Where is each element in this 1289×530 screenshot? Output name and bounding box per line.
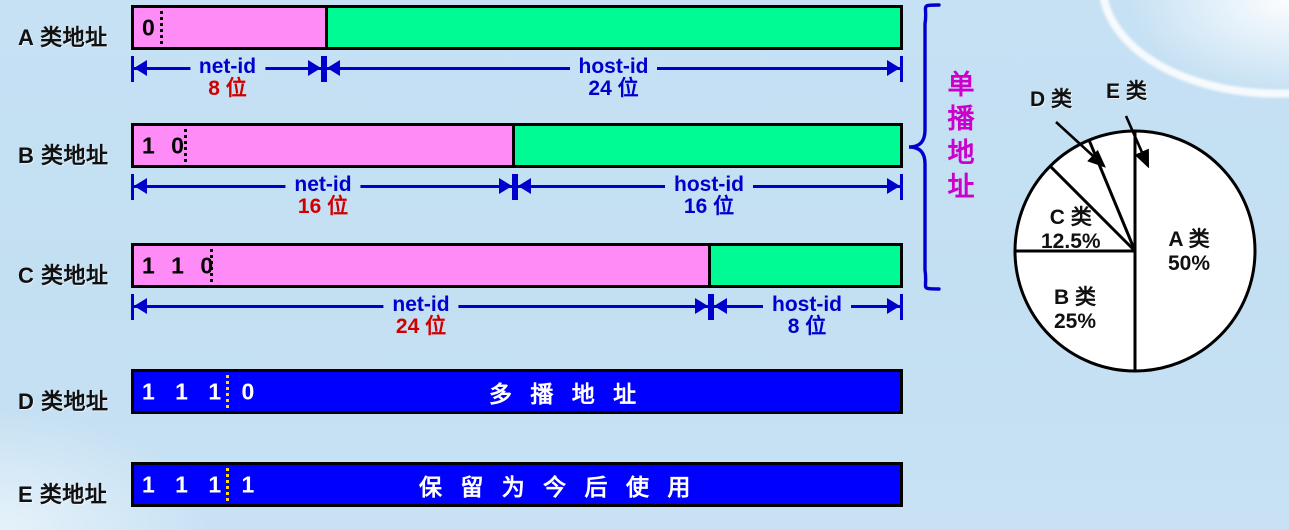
dimension-tick-right [900, 294, 903, 320]
dimension-net-id-b: net-id 16 位 [131, 174, 515, 218]
reserved-segment: 1 1 1 1 保 留 为 今 后 使 用 [134, 465, 900, 504]
row-label-e: E 类地址 [18, 482, 108, 507]
address-class-pie-chart [1013, 129, 1257, 373]
pie-label-b: B 类 25% [1054, 286, 1096, 334]
unicast-caption-char-3: 地 [947, 138, 975, 168]
address-bar-d: 1 1 1 0 多 播 地 址 [131, 369, 903, 414]
pie-leader-arrows [1055, 115, 1150, 169]
arrowhead-left-icon [134, 60, 147, 76]
net-id-segment-c: 1 1 0 [134, 246, 708, 285]
dimension-tick-left [324, 56, 327, 82]
dimension-host-id-a: host-id 24 位 [324, 56, 903, 100]
dimension-bits: 8 位 [208, 77, 247, 100]
arrowhead-left-icon [134, 178, 147, 194]
multicast-segment: 1 1 1 0 多 播 地 址 [134, 372, 900, 411]
arrowhead-left-icon [134, 298, 147, 314]
arrowhead-right-icon [499, 178, 512, 194]
dimension-label: net-id [383, 294, 459, 316]
bit-separator-e [226, 468, 229, 501]
arrowhead-right-icon [887, 178, 900, 194]
dimension-label: net-id [285, 174, 361, 196]
address-bar-a: 0 [131, 5, 903, 50]
pie-label-c: C 类 12.5% [1041, 206, 1101, 254]
leading-bits-b: 1 0 [142, 132, 189, 158]
dimension-tick-right [321, 56, 324, 82]
address-bar-e: 1 1 1 1 保 留 为 今 后 使 用 [131, 462, 903, 507]
dimension-host-id-c: host-id 8 位 [711, 294, 903, 338]
leading-bits-e: 1 1 1 1 [142, 471, 262, 497]
dimension-label: host-id [763, 294, 851, 316]
arrowhead-left-icon [714, 298, 727, 314]
dimension-net-id-c: net-id 24 位 [131, 294, 711, 338]
row-label-d: D 类地址 [18, 389, 109, 414]
dimension-bits: 24 位 [395, 315, 447, 338]
dimension-tick-right [900, 174, 903, 200]
arrowhead-left-icon [518, 178, 531, 194]
arrowhead-right-icon [887, 298, 900, 314]
dimension-bits: 8 位 [787, 315, 827, 338]
net-id-segment-a: 0 [134, 8, 325, 47]
bit-separator-d [226, 375, 229, 408]
address-bar-b: 1 0 [131, 123, 903, 168]
dimension-label: net-id [189, 56, 266, 78]
dimension-host-id-b: host-id 16 位 [515, 174, 903, 218]
bit-separator-c [210, 249, 213, 282]
leading-bits-d: 1 1 1 0 [142, 378, 262, 404]
address-bar-c: 1 1 0 [131, 243, 903, 288]
dimension-bits: 24 位 [588, 77, 639, 100]
reserved-text: 保 留 为 今 后 使 用 [419, 473, 697, 500]
leading-bits-a: 0 [142, 14, 160, 40]
pie-label-a: A 类 50% [1168, 228, 1210, 276]
host-id-segment-a [324, 8, 900, 47]
e-leader-arrow-icon [1124, 115, 1150, 169]
dimension-bits: 16 位 [683, 195, 735, 218]
dimension-label: host-id [569, 56, 658, 78]
dimension-tick-right [512, 174, 515, 200]
dimension-net-id-a: net-id 8 位 [131, 56, 324, 100]
row-label-a: A 类地址 [18, 25, 108, 50]
arrowhead-left-icon [327, 60, 340, 76]
host-id-segment-b [511, 126, 900, 165]
bit-separator-a [160, 11, 163, 44]
row-label-b: B 类地址 [18, 143, 109, 168]
unicast-caption: 单 播 地 址 [944, 68, 978, 204]
pie-label-c-pct: 12.5% [1041, 230, 1101, 253]
pie-label-a-pct: 50% [1168, 252, 1211, 275]
pie-label-d: D 类 [1030, 88, 1072, 111]
row-label-c: C 类地址 [18, 263, 109, 288]
dimension-tick-left [515, 174, 518, 200]
dimension-tick-left [131, 56, 134, 82]
host-id-segment-c [707, 246, 900, 285]
unicast-caption-char-2: 播 [947, 104, 975, 134]
unicast-caption-char-4: 址 [947, 172, 975, 202]
d-leader-arrow-icon [1055, 121, 1106, 168]
dimension-tick-right [708, 294, 711, 320]
bit-separator-b [184, 129, 187, 162]
dimension-bits: 16 位 [297, 195, 349, 218]
arrowhead-right-icon [308, 60, 321, 76]
pie-label-b-name: B 类 [1054, 286, 1097, 309]
net-id-segment-b: 1 0 [134, 126, 512, 165]
dimension-tick-left [131, 294, 134, 320]
arrowhead-right-icon [887, 60, 900, 76]
pie-label-a-name: A 类 [1168, 228, 1210, 251]
dimension-label: host-id [665, 174, 753, 196]
dimension-tick-right [900, 56, 903, 82]
arrowhead-right-icon [695, 298, 708, 314]
pie-label-e: E 类 [1106, 80, 1147, 103]
pie-label-b-pct: 25% [1054, 310, 1097, 333]
dimension-tick-left [711, 294, 714, 320]
leading-bits-c: 1 1 0 [142, 252, 219, 278]
pie-label-c-name: C 类 [1049, 206, 1092, 229]
dimension-tick-left [131, 174, 134, 200]
unicast-brace [908, 3, 941, 291]
unicast-caption-char-1: 单 [947, 70, 975, 100]
multicast-text: 多 播 地 址 [489, 380, 643, 407]
